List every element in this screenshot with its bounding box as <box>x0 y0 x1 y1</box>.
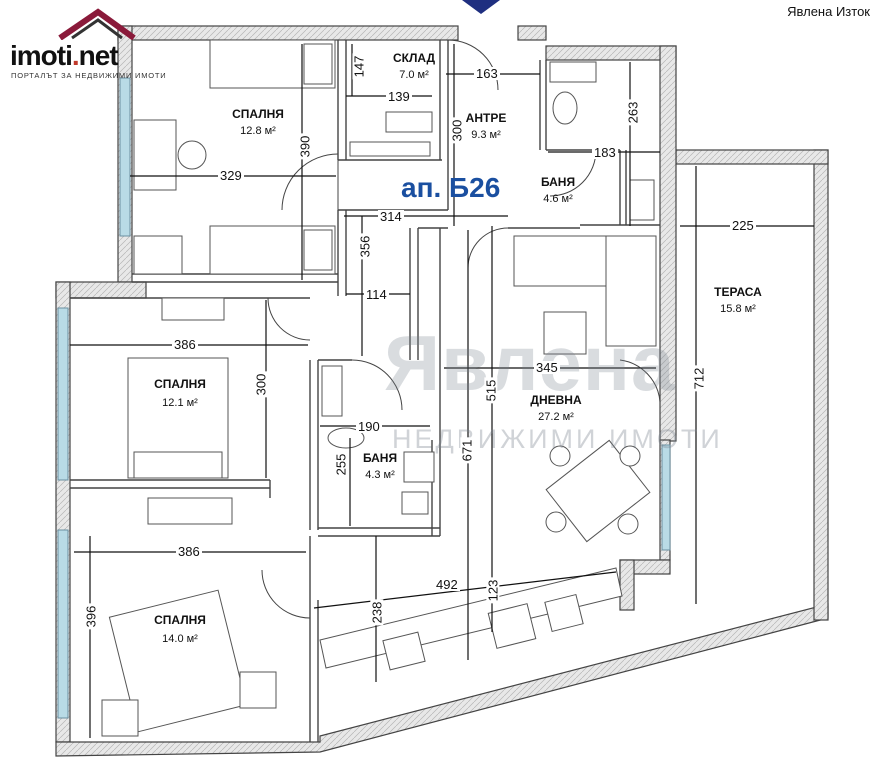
dim-114: 114 <box>364 287 389 302</box>
room-bath2-name: БАНЯ <box>362 451 398 465</box>
room-bedroom1-name: СПАЛНЯ <box>232 107 284 121</box>
room-bedroom3-name: СПАЛНЯ <box>154 613 206 627</box>
dim-396: 396 <box>83 603 99 630</box>
dim-390: 390 <box>297 133 313 160</box>
dim-238: 238 <box>369 599 385 626</box>
room-bath1-area: 4.6 м² <box>543 193 573 205</box>
dim-492: 492 <box>434 577 460 592</box>
room-bath2-area: 4.3 м² <box>365 469 395 481</box>
doors <box>261 39 661 619</box>
room-bedroom3-area: 14.0 м² <box>162 633 198 645</box>
dim-300-entrance: 300 <box>449 117 465 144</box>
room-living-name: ДНЕВНА <box>530 393 582 407</box>
dim-345: 345 <box>534 360 560 375</box>
dim-329: 329 <box>218 168 244 183</box>
dim-386-bedroom3: 386 <box>176 544 202 559</box>
dim-515: 515 <box>483 377 499 404</box>
furniture <box>101 39 657 737</box>
north-arrow-icon <box>462 0 500 14</box>
dim-163: 163 <box>474 66 500 81</box>
dim-183: 183 <box>592 145 618 160</box>
room-terrace-area: 15.8 м² <box>720 303 756 315</box>
dim-712: 712 <box>691 365 707 392</box>
dim-386-bedroom2: 386 <box>172 337 198 352</box>
watermark-main: Явлена <box>384 319 676 407</box>
dim-671: 671 <box>459 437 475 464</box>
logo-suffix-text: net <box>78 40 119 71</box>
dim-123: 123 <box>485 577 501 604</box>
dim-190: 190 <box>356 419 382 434</box>
room-storage-area: 7.0 м² <box>399 69 429 81</box>
dim-147: 147 <box>351 53 367 80</box>
room-bath1-name: БАНЯ <box>540 175 576 189</box>
apartment-label: ап. Б26 <box>401 172 501 203</box>
house-roof-icon <box>58 8 136 40</box>
room-entrance-area: 9.3 м² <box>471 129 501 141</box>
dim-300-bedroom2: 300 <box>253 371 269 398</box>
logo-dot: . <box>71 40 80 71</box>
dim-263: 263 <box>625 99 641 126</box>
room-bedroom2-name: СПАЛНЯ <box>154 377 206 391</box>
room-living-area: 27.2 м² <box>538 411 574 423</box>
room-entrance-name: АНТРЕ <box>465 111 507 125</box>
logo-main-text: imoti <box>10 40 73 71</box>
room-bedroom1-area: 12.8 м² <box>240 125 276 137</box>
dim-356: 356 <box>357 233 373 260</box>
watermark-sub: НЕДВИЖИМИ ИМОТИ <box>392 424 723 454</box>
room-terrace-name: ТЕРАСА <box>714 285 762 299</box>
room-bedroom2-area: 12.1 м² <box>162 397 198 409</box>
logo-tagline: ПОРТАЛЪТ ЗА НЕДВИЖИМИ ИМОТИ <box>11 71 167 80</box>
site-logo[interactable]: imoti.net <box>10 40 119 72</box>
dim-139: 139 <box>386 89 412 104</box>
windows <box>57 77 671 719</box>
dim-225: 225 <box>730 218 756 233</box>
dim-255: 255 <box>333 451 349 478</box>
room-storage-name: СКЛАД <box>392 51 436 65</box>
agency-name: Явлена Изток <box>787 4 870 19</box>
dim-314: 314 <box>378 209 404 224</box>
